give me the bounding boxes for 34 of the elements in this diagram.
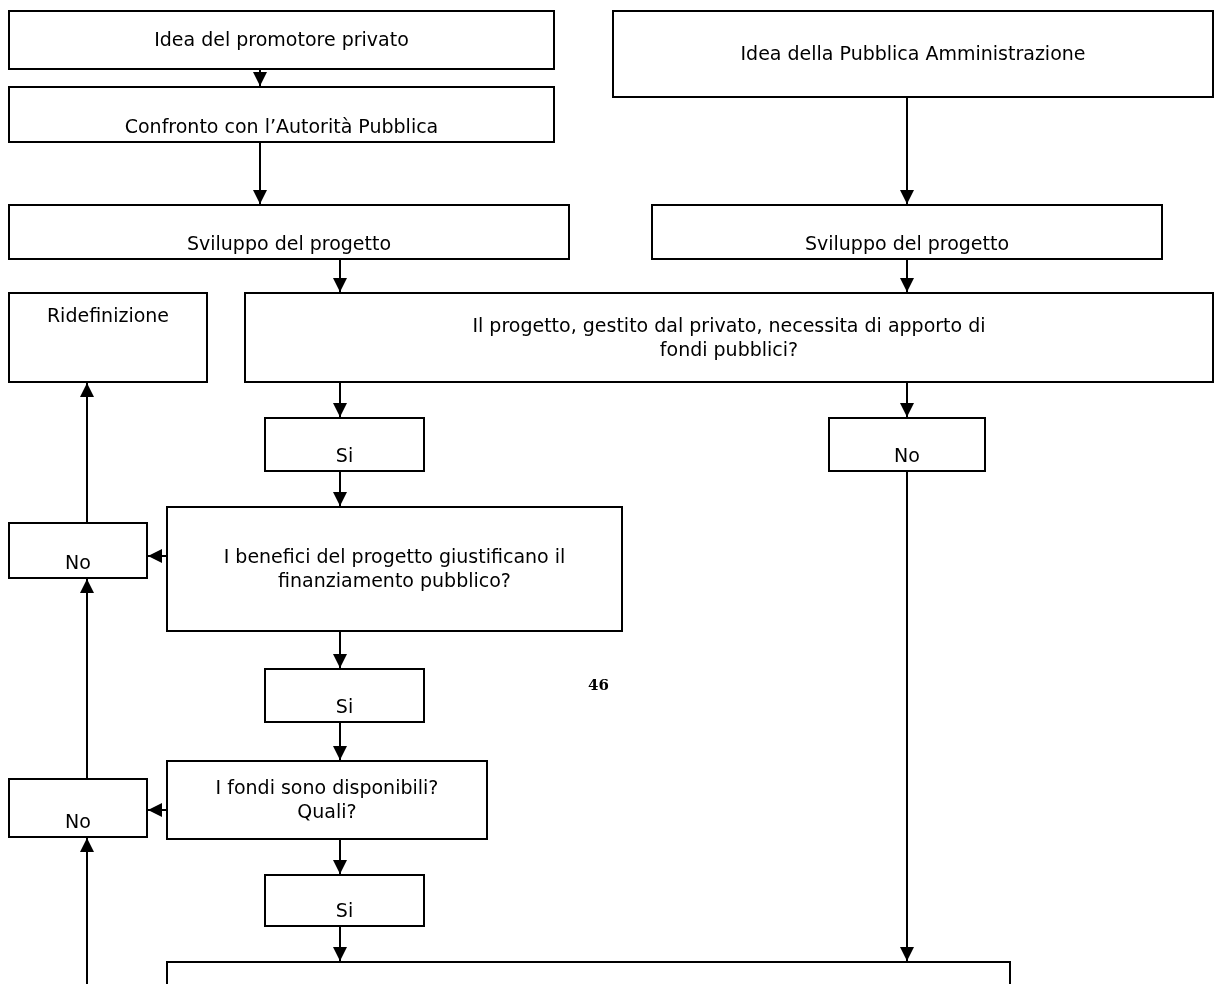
process-box: Il progetto, gestito dal privato, necessita di apporto di fondi pubblici? bbox=[244, 292, 1214, 383]
process-box: No bbox=[8, 522, 148, 579]
arrow bbox=[253, 142, 267, 205]
process-box: Confronto con l’Autorità Pubblica bbox=[8, 86, 555, 143]
arrow bbox=[333, 259, 347, 293]
process-box: Si bbox=[264, 417, 425, 472]
arrow bbox=[333, 382, 347, 418]
arrow bbox=[147, 549, 167, 563]
arrow bbox=[900, 471, 914, 962]
process-box: I benefici del progetto giustificano il finanziamento pubblico? bbox=[166, 506, 623, 632]
arrow bbox=[333, 839, 347, 875]
arrow bbox=[333, 471, 347, 507]
arrow bbox=[900, 97, 914, 205]
arrow bbox=[900, 259, 914, 293]
process-box: Si bbox=[264, 668, 425, 723]
process-box: Sviluppo del progetto bbox=[651, 204, 1163, 260]
arrow bbox=[80, 578, 94, 779]
process-box: No bbox=[8, 778, 148, 838]
page-number: 46 bbox=[588, 676, 609, 694]
process-box: Si bbox=[264, 874, 425, 927]
process-box: Idea della Pubblica Amministrazione bbox=[612, 10, 1214, 98]
arrow bbox=[333, 631, 347, 669]
arrow bbox=[80, 382, 94, 523]
arrow bbox=[900, 382, 914, 418]
arrow bbox=[333, 722, 347, 761]
process-box: I fondi sono disponibili? Quali? bbox=[166, 760, 488, 840]
process-box: No bbox=[828, 417, 986, 472]
arrow bbox=[147, 803, 167, 817]
arrow bbox=[80, 837, 94, 984]
process-box: Idea del promotore privato bbox=[8, 10, 555, 70]
process-box: Sviluppo del progetto bbox=[8, 204, 570, 260]
process-box: Ridefinizione bbox=[8, 292, 208, 383]
arrow bbox=[253, 69, 267, 87]
arrow bbox=[333, 926, 347, 962]
